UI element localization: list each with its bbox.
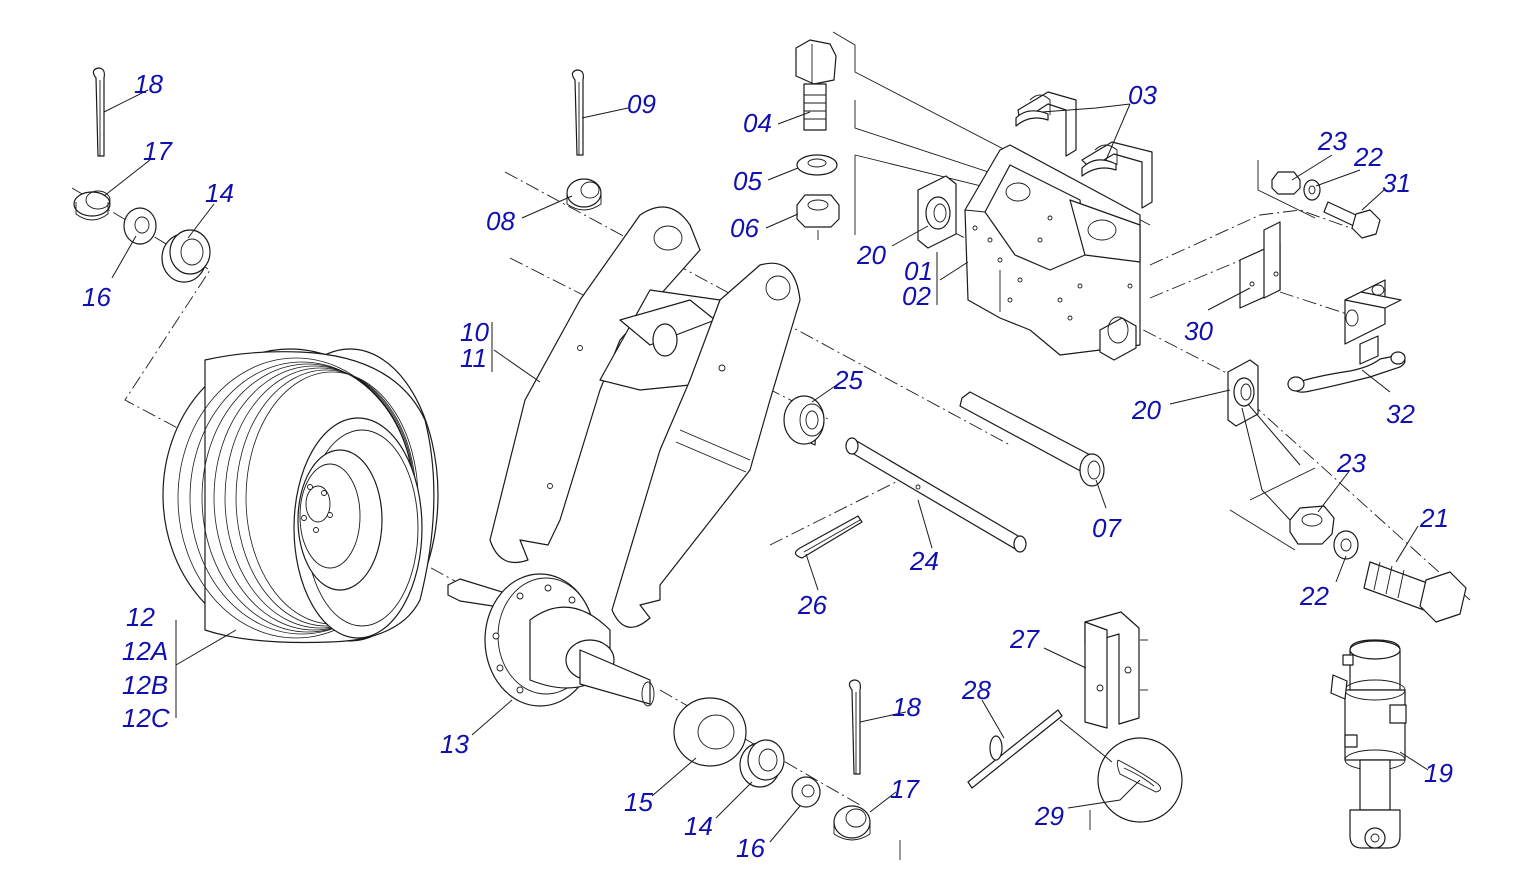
label-32: 32 [1386,399,1415,429]
pin-07 [959,391,1105,487]
bolt-04 [795,39,837,131]
label-19: 19 [1424,758,1453,788]
label-16-top: 16 [82,282,111,312]
castle-nut-17-top [73,190,111,221]
part-labels: 18 17 14 16 09 08 04 05 06 03 20 01 02 2… [82,69,1453,863]
leader-lines [103,89,1429,843]
castle-nut-08 [566,178,602,211]
washer-15 [673,697,747,767]
clip-03-lower [1081,141,1153,209]
label-17-bottom: 17 [890,774,920,804]
bolt-31 [1323,201,1381,239]
label-03: 03 [1128,80,1157,110]
label-12B: 12B [122,670,168,700]
label-30: 30 [1184,316,1213,346]
label-11: 11 [460,343,487,373]
flange-bearing-20-lower [1227,359,1259,427]
label-22-lower: 22 [1299,581,1329,611]
washer-16-bottom [791,776,821,808]
label-09: 09 [627,89,656,119]
label-07: 07 [1092,513,1122,543]
cotter-pin-09 [571,69,584,156]
sensor-32 [1287,279,1406,393]
label-05: 05 [733,166,762,196]
label-14-bottom: 14 [684,811,713,841]
label-29: 29 [1034,801,1064,831]
nut-06 [796,194,840,228]
label-18-top: 18 [134,69,163,99]
label-23-upper: 23 [1317,126,1347,156]
label-13: 13 [440,729,469,759]
nut-23-lower [1289,505,1335,545]
cotter-pin-18-top [92,67,105,157]
fork-arm-10-11 [489,206,801,628]
flange-bearing-20-upper [917,175,957,249]
bushing-25 [783,395,825,446]
label-20-upper: 20 [856,240,886,270]
bearing-14-bottom [739,739,785,788]
washer-16-top [123,207,157,245]
label-12C: 12C [122,703,170,733]
label-25: 25 [833,365,863,395]
label-14-top: 14 [205,178,234,208]
cotter-pin-18-bottom [848,679,861,775]
label-12A: 12A [122,636,168,666]
label-16-bottom: 16 [736,833,765,863]
label-31: 31 [1382,168,1411,198]
label-08: 08 [486,206,515,236]
castle-nut-17-bottom [833,805,871,841]
label-26: 26 [797,590,827,620]
pin-24 [845,437,1027,553]
label-10: 10 [460,317,489,347]
label-23-lower: 23 [1336,448,1366,478]
nut-23-upper [1271,171,1301,195]
label-12: 12 [126,602,155,632]
label-02: 02 [902,281,931,311]
label-01: 01 [904,256,933,286]
label-21: 21 [1419,503,1449,533]
bracket-30 [1239,221,1281,309]
bearing-14-top [161,229,211,283]
label-24: 24 [909,546,939,576]
label-22-upper: 22 [1353,142,1383,172]
mounting-bracket-01-02 [964,144,1141,361]
bolt-21 [1363,561,1467,623]
cylinder-19 [1330,639,1407,849]
label-06: 06 [730,213,759,243]
washer-05 [796,154,838,176]
label-28: 28 [961,675,991,705]
label-04: 04 [743,108,772,138]
washer-22-upper [1303,179,1321,201]
label-17-top: 17 [143,136,173,166]
clip-03-upper [1015,91,1077,157]
hub-13 [447,573,655,707]
wheel-12 [162,348,439,644]
label-15: 15 [624,787,653,817]
washer-22-lower [1333,530,1359,560]
label-27: 27 [1009,624,1040,654]
label-20-lower: 20 [1131,395,1161,425]
bracket-27 [1084,611,1148,729]
cotter-pin-26 [794,515,863,559]
pin-28 [967,709,1063,789]
label-18-bottom: 18 [892,692,921,722]
